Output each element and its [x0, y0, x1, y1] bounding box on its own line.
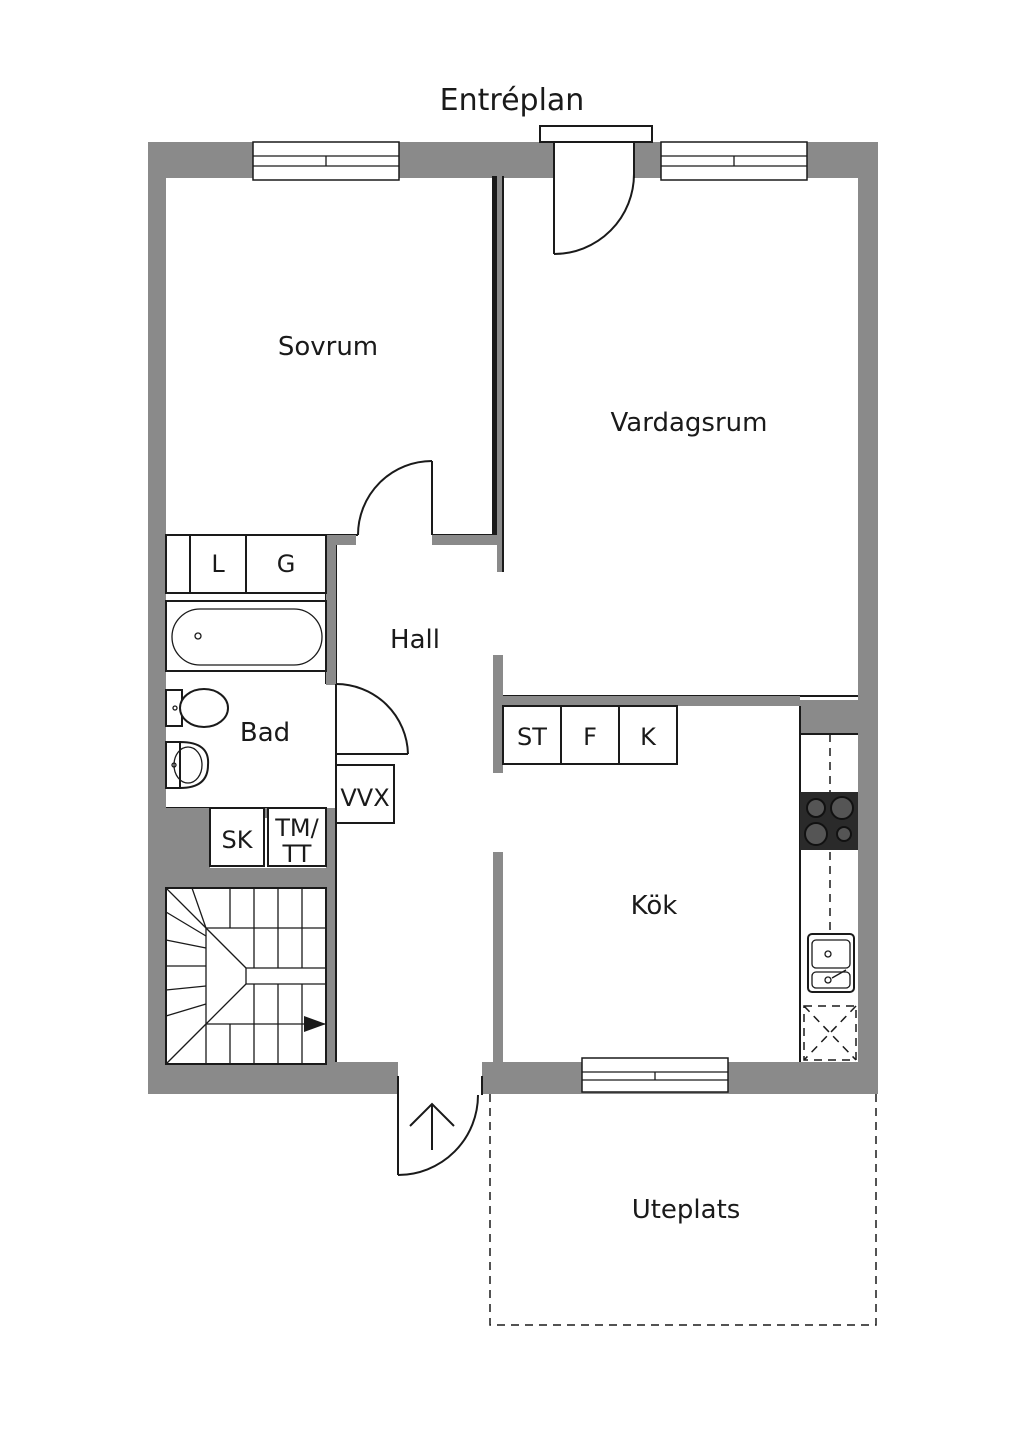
vvx-unit: VVX	[335, 764, 395, 824]
plan-title: Entréplan	[440, 83, 585, 118]
room-label-bad: Bad	[240, 718, 290, 748]
tt-label: TT	[282, 840, 312, 868]
patio-outline	[489, 1094, 877, 1326]
room-label-kok: Kök	[631, 891, 678, 921]
linen-closet-label: L	[211, 550, 225, 578]
washbasin-icon	[165, 740, 210, 790]
room-label-hall: Hall	[390, 625, 440, 655]
sink-icon	[807, 933, 855, 993]
sk-closet: SK	[209, 807, 265, 867]
kitchen-counter	[799, 706, 858, 1062]
st-label: ST	[517, 723, 547, 751]
stove-icon	[800, 792, 858, 850]
stair-direction-icon	[304, 1016, 326, 1032]
tm-label: TM/	[274, 814, 319, 842]
entrance-door	[397, 1060, 483, 1176]
sk-label: SK	[222, 826, 254, 854]
washer-dryer: TM/ TT	[267, 807, 327, 868]
dishwasher-icon	[803, 1005, 857, 1061]
toilet-icon	[165, 688, 229, 728]
wardrobe-label: G	[277, 550, 296, 578]
freezer-label: K	[640, 723, 657, 751]
room-label-vardagsrum: Vardagsrum	[611, 408, 768, 438]
room-label-sovrum: Sovrum	[278, 332, 378, 362]
staircase	[165, 887, 327, 1065]
top-window-right	[660, 141, 808, 181]
top-door	[539, 125, 653, 255]
kitchen-cabinets: ST F K	[502, 705, 678, 765]
top-window-left	[252, 141, 400, 181]
room-label-uteplats: Uteplats	[632, 1195, 741, 1225]
bottom-window	[581, 1057, 729, 1093]
wardrobe-block: L G	[165, 534, 327, 594]
vvx-label: VVX	[340, 784, 389, 812]
bathtub-icon	[165, 600, 327, 672]
fridge-label: F	[583, 723, 597, 751]
